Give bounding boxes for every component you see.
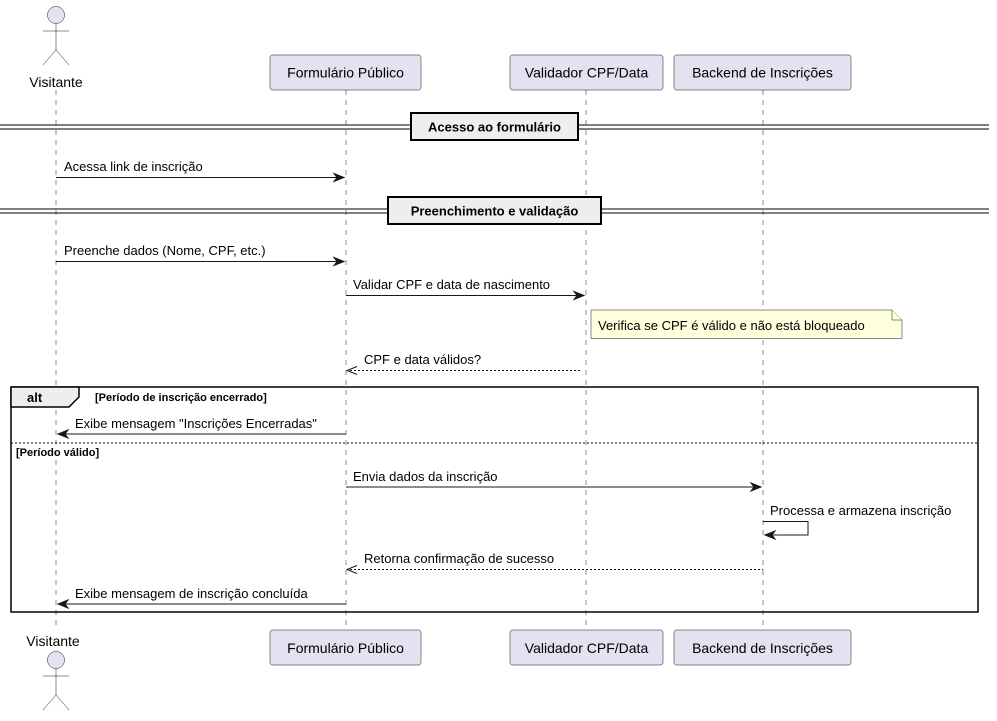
note-verifica-cpf: Verifica se CPF é válido e não está bloq… — [590, 309, 903, 339]
actor-head-icon — [47, 6, 65, 24]
message-cpf-validos: CPF e data válidos? — [345, 352, 582, 375]
actor-label: Visitante — [26, 633, 80, 649]
participant-backend-bottom: Backend de Inscrições — [673, 629, 852, 666]
message-label: CPF e data válidos? — [364, 352, 481, 367]
alt-keyword: alt — [27, 390, 43, 405]
message-label: Retorna confirmação de sucesso — [364, 551, 554, 566]
message-processa-armazena: Processa e armazena inscrição — [763, 503, 951, 541]
message-envia-dados: Envia dados da inscrição — [346, 469, 763, 493]
message-inscricoes-encerradas: Exibe mensagem "Inscrições Encerradas" — [56, 416, 346, 440]
participant-label: Validador CPF/Data — [525, 65, 649, 81]
message-label: Envia dados da inscrição — [353, 469, 498, 484]
arrowhead-icon — [332, 256, 346, 267]
arrowhead-icon — [345, 565, 358, 574]
message-inscricao-concluida: Exibe mensagem de inscrição concluída — [56, 586, 346, 610]
participant-formulario-top: Formulário Público — [269, 54, 422, 91]
actor-visitante-bottom: Visitante — [26, 633, 80, 711]
arrowhead-icon — [56, 598, 70, 610]
arrowhead-icon — [749, 481, 763, 493]
participant-formulario-bottom: Formulário Público — [269, 629, 422, 666]
participant-validador-bottom: Validador CPF/Data — [509, 629, 664, 666]
arrowhead-icon — [345, 366, 358, 375]
participant-label: Backend de Inscrições — [692, 65, 833, 81]
participant-label: Formulário Público — [287, 640, 404, 656]
alt-guard-valido: [Período válido] — [16, 447, 99, 459]
message-label: Exibe mensagem de inscrição concluída — [75, 586, 308, 601]
arrowhead-icon — [572, 290, 586, 301]
divider-acesso: Acesso ao formulário — [0, 112, 989, 141]
divider-label: Preenchimento e validação — [411, 204, 579, 219]
message-retorna-confirmacao: Retorna confirmação de sucesso — [345, 551, 763, 574]
actor-body-icon — [42, 668, 70, 711]
actor-head-icon — [47, 651, 65, 669]
message-label: Exibe mensagem "Inscrições Encerradas" — [75, 416, 317, 431]
message-label: Acessa link de inscrição — [64, 159, 203, 174]
participant-label: Backend de Inscrições — [692, 640, 833, 656]
message-label: Preenche dados (Nome, CPF, etc.) — [64, 243, 266, 258]
arrowhead-icon — [56, 428, 70, 440]
participant-label: Formulário Público — [287, 65, 404, 81]
note-label: Verifica se CPF é válido e não está bloq… — [598, 318, 865, 333]
message-label: Validar CPF e data de nascimento — [353, 277, 550, 292]
participant-validador-top: Validador CPF/Data — [509, 54, 664, 91]
message-preenche-dados: Preenche dados (Nome, CPF, etc.) — [56, 243, 346, 267]
actor-visitante-top: Visitante — [29, 6, 83, 90]
alt-guard-encerrado: [Período de inscrição encerrado] — [95, 392, 267, 404]
actor-label: Visitante — [29, 74, 83, 90]
alt-frame-tab — [10, 386, 80, 408]
divider-label: Acesso ao formulário — [428, 120, 561, 135]
participant-label: Validador CPF/Data — [525, 640, 649, 656]
alt-frame: alt [Período de inscrição encerrado] [Pe… — [10, 386, 979, 613]
arrowhead-icon — [332, 172, 346, 183]
participant-backend-top: Backend de Inscrições — [673, 54, 852, 91]
actor-body-icon — [42, 23, 70, 66]
message-label: Processa e armazena inscrição — [770, 503, 951, 518]
divider-preenchimento: Preenchimento e validação — [0, 196, 989, 225]
arrowhead-icon — [763, 529, 777, 541]
message-validar-cpf: Validar CPF e data de nascimento — [346, 277, 586, 301]
message-acessa-link: Acessa link de inscrição — [56, 159, 346, 183]
